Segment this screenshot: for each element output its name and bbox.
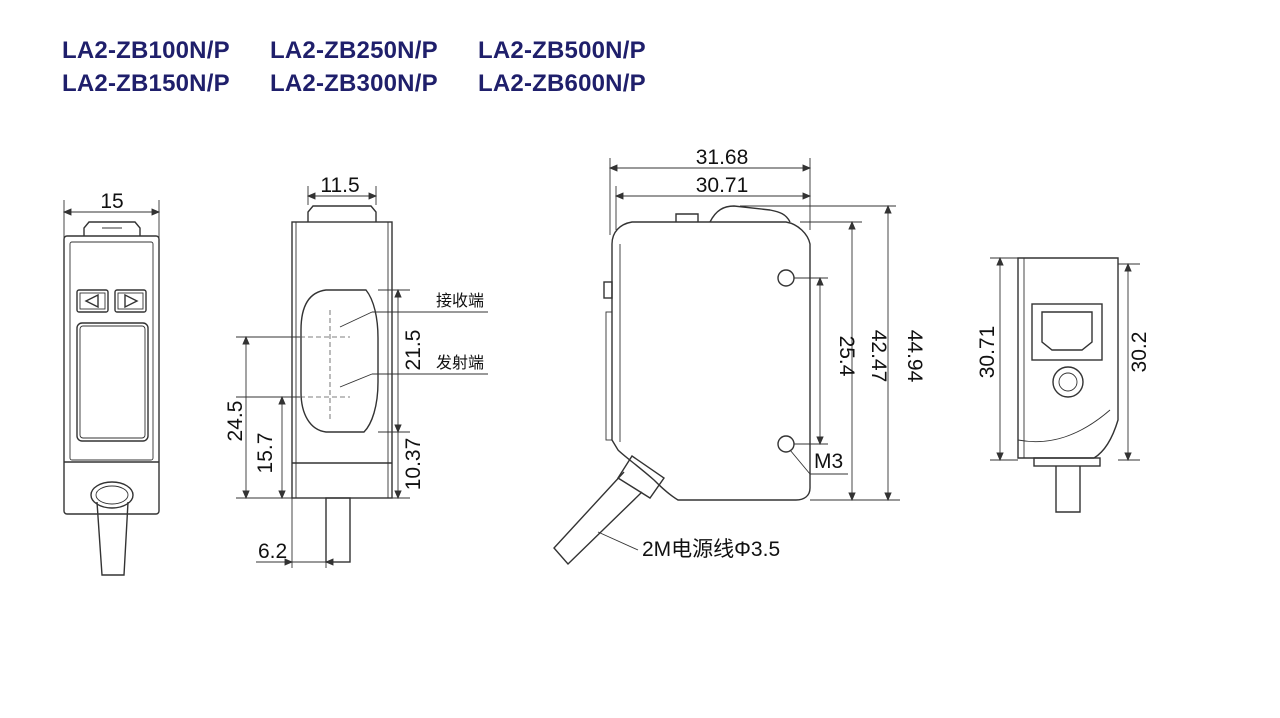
end-cable [1055, 466, 1081, 513]
dim-44-94-label: 44.94 [903, 330, 926, 383]
end-window [1041, 311, 1093, 351]
dim-25-4-label: 25.4 [835, 336, 858, 377]
right-arrow-button[interactable] [114, 289, 147, 313]
front-width-dimension [62, 200, 161, 240]
side-cable [325, 497, 351, 563]
top-mount-hole [777, 269, 795, 287]
front-view: 15 [62, 190, 161, 576]
main-width-dimensions [608, 158, 812, 235]
dim-6-2-label: 6.2 [258, 540, 287, 563]
model-code: LA2-ZB500N/P [478, 36, 646, 64]
receiver-label: 接收端 [436, 291, 484, 310]
dim-31-68-label: 31.68 [696, 146, 749, 169]
front-cable [96, 501, 129, 576]
model-code: LA2-ZB100N/P [62, 36, 230, 64]
front-cable-gland [90, 481, 134, 509]
side-housing [291, 221, 393, 499]
main-view: 31.68 30.71 25.4 42.47 44.94 M3 [553, 146, 926, 566]
optical-window [300, 289, 379, 433]
front-housing [63, 235, 160, 515]
bottom-mount-hole [777, 435, 795, 453]
front-top-connector [83, 221, 141, 236]
emitter-leader [339, 373, 373, 388]
dim-30-71-label: 30.71 [696, 174, 749, 197]
main-housing [611, 221, 811, 501]
m3-label: M3 [814, 450, 843, 473]
model-list: LA2-ZB100N/P LA2-ZB250N/P LA2-ZB500N/P L… [62, 34, 702, 100]
model-row: LA2-ZB150N/P LA2-ZB300N/P LA2-ZB600N/P [62, 67, 702, 100]
end-indicator-ring [1052, 366, 1084, 398]
side-bottom-dimension [256, 498, 334, 568]
main-cable [553, 471, 643, 566]
left-arrow-button[interactable] [76, 289, 109, 313]
cable-leader [597, 531, 639, 551]
emitter-label: 发射端 [436, 353, 484, 372]
dim-10-37-label: 10.37 [402, 438, 425, 491]
side-view: 11.5 24.5 15.7 21.5 10 [224, 174, 488, 568]
end-housing [1017, 257, 1119, 459]
receiver-leader [339, 311, 373, 328]
end-window-frame [1031, 303, 1103, 361]
top-button [675, 213, 699, 222]
top-clip [709, 205, 791, 223]
dim-24-5-label: 24.5 [224, 401, 247, 442]
side-top-connector [307, 205, 377, 222]
dim-15-7-label: 15.7 [254, 433, 277, 474]
m3-leader [789, 449, 811, 475]
dim-42-47-label: 42.47 [867, 330, 890, 383]
model-code: LA2-ZB300N/P [270, 69, 438, 97]
end-connector [1033, 457, 1101, 467]
dim-30-71-end-label: 30.71 [976, 326, 999, 379]
side-height-dimensions [236, 288, 410, 500]
triangle-left-icon [84, 293, 99, 309]
dim-21-5-label: 21.5 [402, 330, 425, 371]
model-code: LA2-ZB150N/P [62, 69, 230, 97]
main-height-dimensions [740, 204, 900, 502]
cable-gland [617, 455, 665, 499]
cable-label: 2M电源线Φ3.5 [642, 538, 780, 561]
dim-30-2-label: 30.2 [1128, 332, 1151, 373]
side-width-label: 11.5 [320, 174, 359, 197]
side-width-dimension [306, 186, 378, 205]
model-code: LA2-ZB250N/P [270, 36, 438, 64]
end-height-dimensions [990, 256, 1140, 462]
front-width-label: 15 [100, 190, 123, 213]
front-display-window [76, 322, 149, 442]
model-row: LA2-ZB100N/P LA2-ZB250N/P LA2-ZB500N/P [62, 34, 702, 67]
side-knob [603, 281, 613, 299]
model-code: LA2-ZB600N/P [478, 69, 646, 97]
triangle-right-icon [124, 293, 139, 309]
end-view: 30.71 30.2 [976, 256, 1151, 513]
